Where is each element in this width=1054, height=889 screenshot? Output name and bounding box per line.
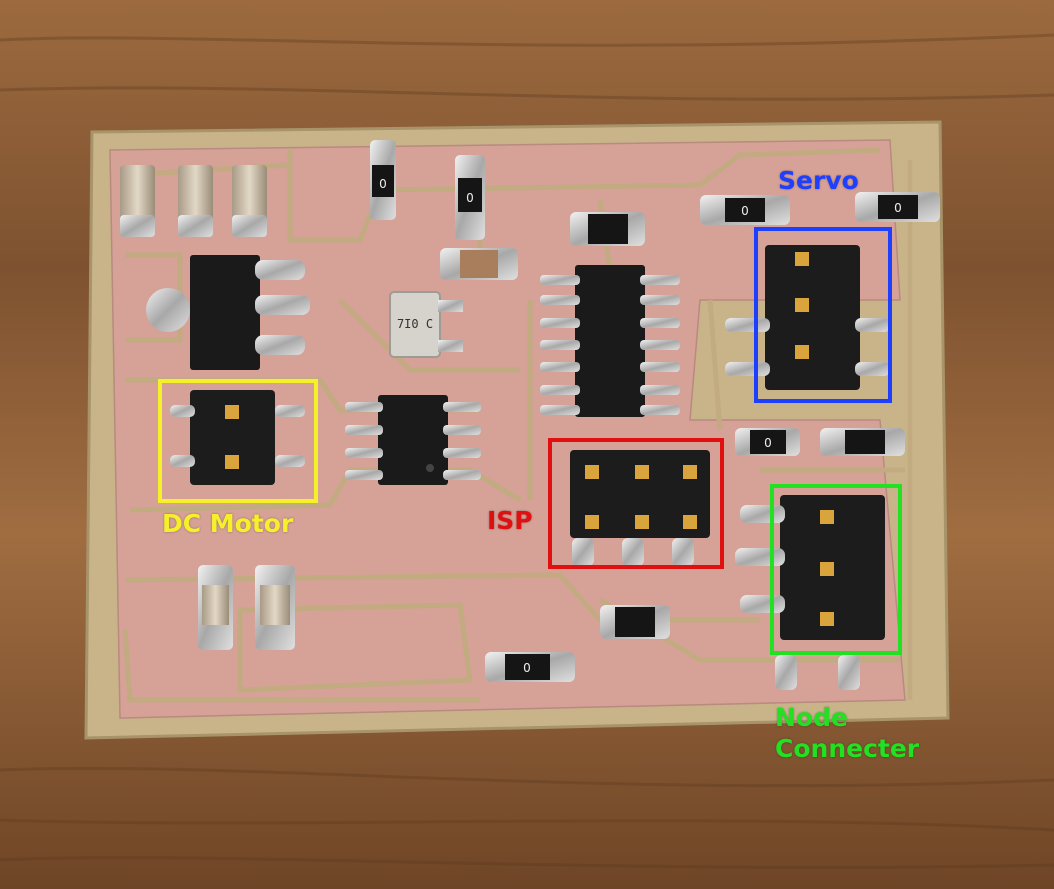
resistor-marking: 0 [466, 191, 474, 205]
isp-label: ISP [487, 506, 533, 535]
resistor-4: 0 [855, 192, 940, 222]
capacitor-group-bottom [198, 565, 295, 650]
dc-motor-label: DC Motor [162, 509, 294, 538]
resistor-marking: 0 [741, 204, 749, 218]
dc-motor-header [170, 390, 305, 485]
resistor-3: 0 [700, 195, 790, 225]
capacitor-brown [440, 248, 518, 280]
voltage-regulator [146, 255, 310, 370]
resistor-marking: 0 [764, 436, 772, 450]
resistor-marking: 0 [894, 201, 902, 215]
resistor-6 [820, 428, 905, 456]
resonator: 7I0 C [389, 291, 463, 358]
node-connecter-header [735, 495, 885, 690]
servo-header [725, 245, 890, 390]
motor-driver-chip [345, 395, 481, 485]
isp-header [570, 450, 710, 566]
resistor-1: 0 [370, 140, 396, 220]
wood-grain [0, 33, 1054, 869]
resistor-9 [600, 605, 670, 639]
node-connecter-highlight-box [770, 484, 902, 655]
isp-highlight-box [548, 438, 724, 569]
servo-label: Servo [778, 166, 859, 195]
resistor-5: 0 [735, 428, 800, 456]
resistor-7: 0 [485, 652, 575, 682]
resistor-marking: 0 [523, 661, 531, 675]
servo-highlight-box [754, 227, 892, 403]
capacitor-group [120, 165, 267, 237]
node-connecter-label: Node Connecter [775, 703, 920, 764]
resistor-marking: 0 [379, 177, 387, 191]
resistor-2: 0 [455, 155, 485, 240]
resonator-marking: 7I0 C [397, 317, 433, 331]
microcontroller [540, 265, 680, 417]
dc-motor-highlight-box [158, 379, 318, 503]
resistor-8 [570, 212, 645, 246]
